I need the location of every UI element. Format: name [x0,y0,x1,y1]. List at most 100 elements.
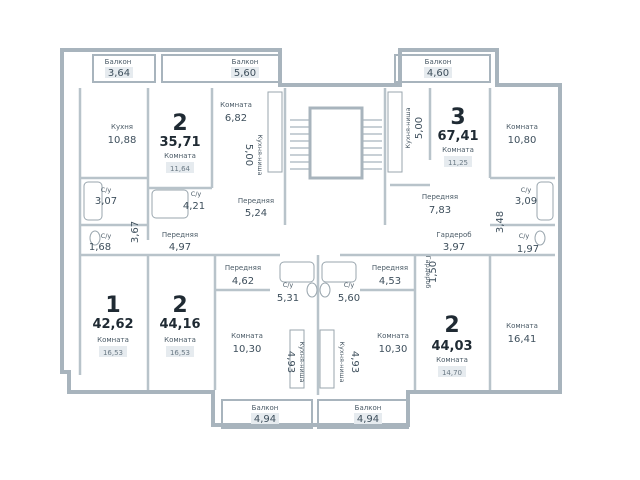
room-label: Комната [231,332,263,340]
toilet-icon [534,230,546,246]
apartment-1: 1 42,62 Комната 16,53 [92,293,134,357]
stove-icon [319,329,335,389]
room-area: 6,82 [225,113,247,124]
balcony-label: Балкон [425,58,452,66]
inner-walls [78,88,555,395]
room-label: Комната [220,101,252,109]
room-area: 4,21 [183,201,205,212]
balcony-label: Балкон [232,58,259,66]
apartment-2-top-left: 2 35,71 Комната 11,64 [159,111,201,173]
apartment-total-area: 44,03 [431,339,472,354]
room-area: 16,53 [103,349,123,357]
room-area: 5,60 [338,293,360,304]
room-area: 16,41 [508,334,537,345]
toilet-icon [89,230,101,246]
room-label: Комната [97,336,129,344]
room-area: 5,31 [277,293,299,304]
room-area: 5,24 [245,208,267,219]
room-area: 4,53 [379,276,401,287]
room-area: 1,68 [89,242,111,253]
balcony-area: 4,94 [254,414,276,425]
room-area: 11,25 [448,159,468,167]
room-label: Кухня-ниша [338,341,346,382]
dimension-label: 3,67 [130,221,141,243]
room-label: С/у [519,232,530,240]
room-label: Комната [377,332,409,340]
bathtub-icon [151,189,189,219]
room-area: 14,70 [442,369,462,377]
room-area: 3,07 [95,196,117,207]
room-area: 1,50 [428,261,439,283]
apartment-total-area: 35,71 [159,135,200,150]
room-label: Комната [442,146,474,154]
apartment-rooms: 3 [450,105,465,130]
room-area: 11,64 [170,165,191,173]
balcony-area: 4,60 [427,68,449,79]
balcony-label: Балкон [355,404,382,412]
room-area: 10,88 [108,135,137,146]
room-label: С/у [101,232,112,240]
apartment-total-area: 44,16 [159,317,200,332]
apartment-total-area: 67,41 [437,129,478,144]
room-label: С/у [191,190,202,198]
room-area: 5,00 [243,144,254,166]
apartment-rooms: 1 [105,293,120,318]
balcony-area: 4,94 [357,414,379,425]
room-label: С/у [521,186,532,194]
room-label: Кухня-ниша [298,341,306,382]
room-label: Кухня-ниша [404,107,412,148]
dimension-label: 3,48 [495,211,506,233]
room-area: 3,97 [443,242,465,253]
room-area: 4,62 [232,276,254,287]
room-label: Передняя [162,231,198,239]
balcony-area: 3,64 [108,68,130,79]
room-area: 16,53 [170,349,190,357]
balcony-labels: Балкон 3,64 Балкон 5,60 Балкон 4,60 Балк… [105,58,452,425]
apartment-rooms: 2 [444,313,459,338]
room-label: Комната [506,123,538,131]
room-area: 10,30 [379,344,408,355]
stove-icon [387,91,403,173]
stove-icon [267,91,283,173]
balcony-area: 5,60 [234,68,256,79]
stair-core [290,106,382,180]
room-label: Передняя [225,264,261,272]
room-area: 5,00 [414,117,425,139]
apartment-3-top-right: 3 67,41 Комната 11,25 [437,105,479,167]
apartment-2-mid-left: 2 44,16 Комната 16,53 [159,293,201,357]
room-area: 7,83 [429,205,451,216]
apartment-2-bottom-right: 2 44,03 Комната 14,70 [431,313,473,377]
room-area: 10,30 [233,344,262,355]
room-label: С/у [283,281,294,289]
bathtub-icon [321,261,357,283]
room-label: Кухня-ниша [256,134,264,175]
fixtures [83,91,554,389]
room-label: Передняя [422,193,458,201]
room-area: 1,97 [517,244,539,255]
bathtub-icon [279,261,315,283]
room-label: Гардероб [424,256,432,289]
room-label: Комната [164,152,196,160]
balcony-label: Балкон [105,58,132,66]
room-area: 4,93 [349,351,360,373]
walls [60,48,562,429]
room-area: 10,80 [508,135,537,146]
room-label: Комната [506,322,538,330]
apartment-rooms: 2 [172,111,187,136]
room-label: Передняя [372,264,408,272]
room-label: Комната [164,336,196,344]
toilet-icon [306,282,318,298]
bathtub-icon [536,181,554,221]
stove-icon [289,329,305,389]
room-label: С/у [101,186,112,194]
room-area: 4,97 [169,242,191,253]
room-area: 3,09 [515,196,537,207]
room-label: Комната [436,356,468,364]
bathtub-icon [83,181,103,221]
apartment-rooms: 2 [172,293,187,318]
room-area: 4,93 [285,351,296,373]
room-label: Кухня [111,123,133,131]
toilet-icon [319,282,331,298]
room-label: Передняя [238,197,274,205]
